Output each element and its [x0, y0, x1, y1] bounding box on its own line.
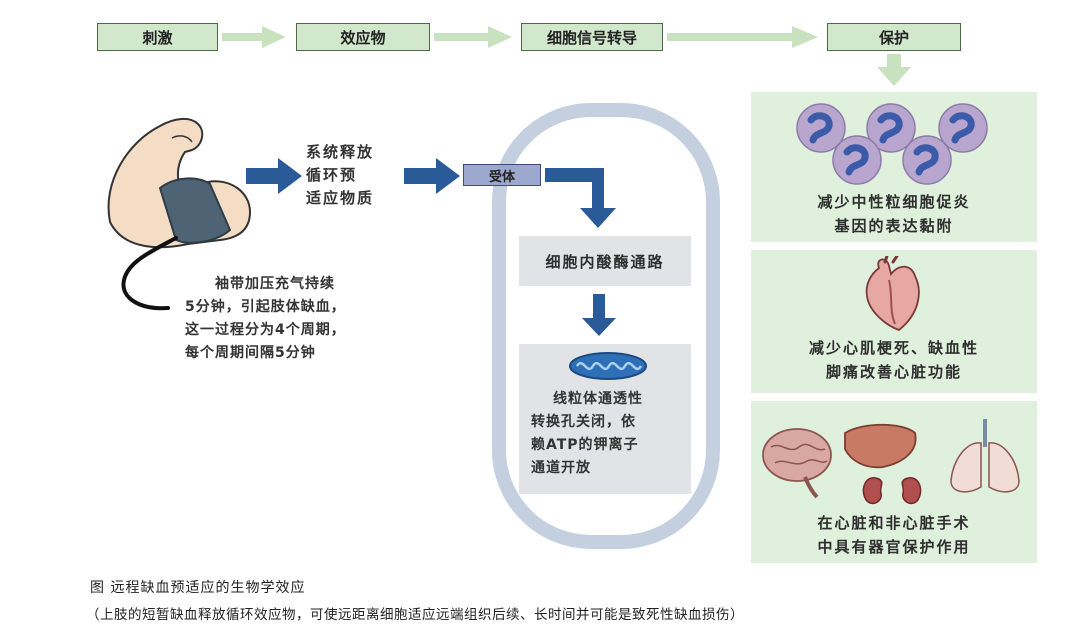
blue-arrow	[404, 158, 460, 194]
protection-text: 减少中性粒细胞促炎 基因的表达黏附	[751, 190, 1037, 238]
arm-cuff-illustration	[107, 118, 252, 311]
text-line: 通道开放	[531, 460, 591, 476]
text-line: 系统释放	[306, 143, 375, 161]
text-line: 减少心肌梗死、缺血性	[808, 339, 979, 357]
text-line: 每个周期间隔5分钟	[185, 345, 316, 361]
blue-arrow-down	[582, 294, 616, 336]
step-protection: 保护	[827, 23, 961, 51]
protection-text: 在心脏和非心脏手术 中具有器官保护作用	[751, 511, 1037, 559]
text-line: 基因的表达黏附	[834, 217, 954, 235]
step-effector: 效应物	[296, 23, 430, 51]
mitochondria-text: 线粒体通透性 转换孔关闭，依 赖ATP的钾离子 通道开放	[531, 388, 687, 480]
text-line: 适应物质	[306, 189, 375, 207]
caption-title-text: 图 远程缺血预适应的生物学效应	[90, 580, 306, 596]
cuff-procedure-note: 袖带加压充气持续 5分钟，引起肢体缺血， 这一过程分为4个周期， 每个周期间隔5…	[185, 273, 425, 365]
kidneys-icon	[862, 477, 922, 505]
brain-icon	[762, 428, 832, 499]
text-line: 循环预	[306, 166, 358, 184]
blue-arrow	[246, 158, 302, 194]
receptor-label: 受体	[488, 169, 515, 185]
step-label: 效应物	[340, 28, 386, 47]
protection-text: 减少心肌梗死、缺血性 脚痛改善心脏功能	[751, 336, 1037, 384]
neutrophil-icon	[938, 103, 988, 153]
organs-icons	[762, 419, 1020, 505]
neutrophil-icon	[796, 103, 846, 153]
lungs-icon	[950, 419, 1020, 493]
caption-subtitle-text: （上肢的短暂缺血释放循环效应物，可使远距离细胞适应远端组织后续、长时间并可能是致…	[86, 607, 744, 623]
neutrophil-icon	[866, 103, 916, 153]
flow-arrow-down	[877, 54, 911, 86]
figure-caption-title: 图 远程缺血预适应的生物学效应	[90, 577, 305, 597]
text-line: 脚痛改善心脏功能	[825, 363, 962, 381]
text-line: 在心脏和非心脏手术	[817, 514, 971, 532]
protection-panel-heart: 减少心肌梗死、缺血性 脚痛改善心脏功能	[751, 250, 1037, 393]
step-label: 保护	[878, 28, 909, 47]
liver-icon	[844, 423, 917, 469]
flow-arrow	[667, 26, 818, 48]
flow-arrows	[222, 26, 911, 86]
text-line: 这一过程分为4个周期，	[185, 322, 346, 338]
text-line: 袖带加压充气持续	[215, 276, 335, 292]
flow-arrow	[222, 26, 286, 48]
text-line: 中具有器官保护作用	[817, 538, 971, 556]
pathway-label: 细胞内酸酶通路	[545, 252, 665, 271]
blue-arrow-elbow	[545, 168, 616, 228]
step-stimulus: 刺激	[97, 23, 218, 51]
text-line: 转换孔关闭，依	[531, 414, 636, 430]
neutrophil-icon	[902, 135, 952, 185]
protection-panel-neutrophil: 减少中性粒细胞促炎 基因的表达黏附	[751, 92, 1037, 242]
receptor-box: 受体	[463, 164, 541, 186]
text-line: 5分钟，引起肢体缺血，	[185, 299, 346, 315]
flow-arrow	[434, 26, 512, 48]
step-signal-transduction: 细胞信号转导	[521, 23, 663, 51]
mitochondria-box: 线粒体通透性 转换孔关闭，依 赖ATP的钾离子 通道开放	[519, 344, 691, 494]
systemic-release-text: 系统释放 循环预 适应物质	[306, 141, 406, 210]
step-label: 刺激	[142, 28, 173, 47]
mitochondrion-icon	[569, 352, 647, 380]
neutrophil-cells-icon	[796, 103, 988, 185]
text-line: 线粒体通透性	[553, 391, 643, 407]
protection-panel-organs: 在心脏和非心脏手术 中具有器官保护作用	[751, 401, 1037, 563]
heart-icon	[865, 256, 920, 332]
text-line: 减少中性粒细胞促炎	[817, 193, 971, 211]
text-line: 赖ATP的钾离子	[531, 437, 639, 453]
pathway-box: 细胞内酸酶通路	[519, 236, 691, 286]
neutrophil-icon	[832, 135, 882, 185]
figure-caption-subtitle: （上肢的短暂缺血释放循环效应物，可使远距离细胞适应远端组织后续、长时间并可能是致…	[86, 603, 1076, 623]
step-label: 细胞信号转导	[546, 28, 637, 47]
